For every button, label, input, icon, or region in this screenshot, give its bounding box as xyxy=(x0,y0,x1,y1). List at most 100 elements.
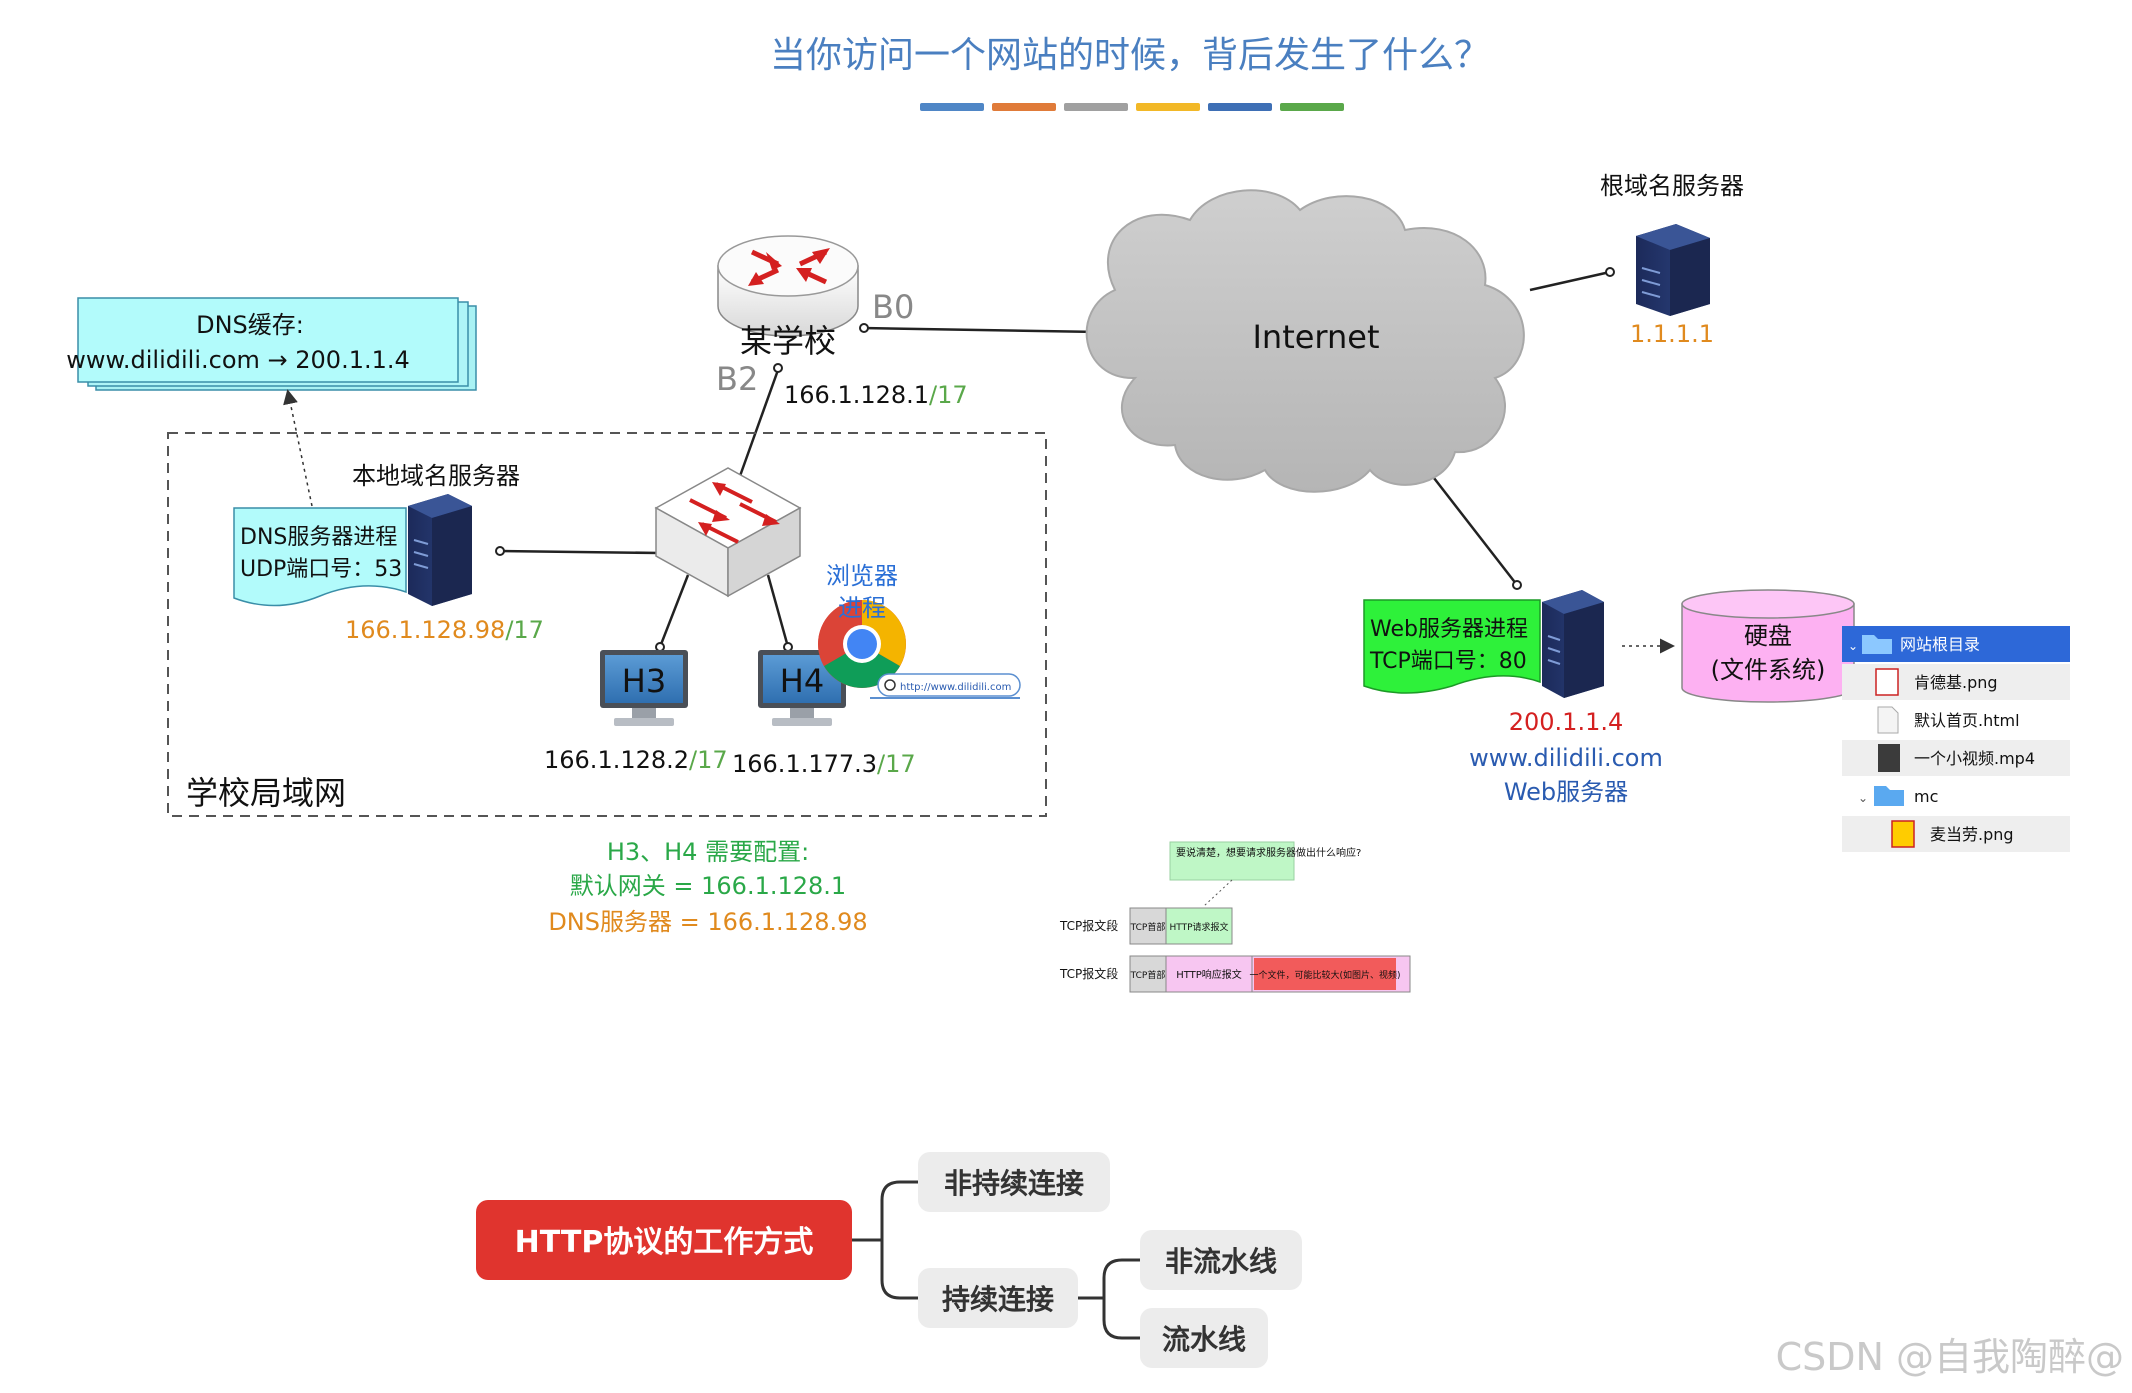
browser-url-bar[interactable]: http://www.dilidili.com xyxy=(870,673,1021,699)
req-tcp-text: TCP首部 xyxy=(1130,921,1166,933)
file-tree-name-3: 一个小视频.mp4 xyxy=(1914,749,2035,768)
req-tcp-header xyxy=(1129,907,1167,945)
file-tree-name-4: mc xyxy=(1914,787,1938,806)
local-dns-process: DNS服务器进程 xyxy=(240,525,397,550)
root-dns-server-icon xyxy=(1636,224,1710,316)
config-line3: DNS服务器 = 166.1.128.98 xyxy=(548,908,867,936)
host-h3[interactable]: H3 xyxy=(600,650,688,726)
resp-body-text: 一个文件，可能比较大(如图片、视频) xyxy=(1249,969,1400,981)
file-tree-video-file-icon xyxy=(1878,744,1900,772)
file-tree-root-chevron-icon: ⌄ xyxy=(1848,639,1858,653)
mindmap-connector-l1-top xyxy=(880,1180,918,1240)
title-bar-3 xyxy=(1064,103,1128,111)
browser-chrome-icon[interactable] xyxy=(818,600,906,688)
link-router-switch xyxy=(738,369,780,477)
router-port-b0: B0 xyxy=(872,288,914,326)
title-color-bars xyxy=(920,103,1344,111)
link-switch-h4 xyxy=(766,574,790,648)
link-switch-h3 xyxy=(658,574,690,648)
internet-label: Internet xyxy=(1252,318,1379,356)
mindmap-connector-l2-bottom xyxy=(1102,1298,1140,1340)
network-links xyxy=(499,270,1611,648)
file-tree-root-folder-icon xyxy=(1862,635,1892,654)
switch[interactable] xyxy=(654,467,802,598)
req-http-body xyxy=(1165,907,1233,945)
file-tree-name-2: 默认首页.html xyxy=(1914,711,2020,730)
web-server-icon xyxy=(1542,590,1604,698)
dns-cache-line2: www.dilidili.com → 200.1.1.4 xyxy=(66,346,410,374)
file-tree-mc-chevron-icon: ⌄ xyxy=(1858,791,1868,805)
file-tree-row-5[interactable] xyxy=(1842,816,2070,852)
web-server-port: TCP端口号：80 xyxy=(1369,649,1527,674)
disk-line2: (文件系统) xyxy=(1711,656,1826,684)
router-port-b2: B2 xyxy=(716,360,758,398)
host-h3-screen xyxy=(605,655,683,703)
host-h4-name: H4 xyxy=(780,662,824,700)
root-dns-title: 根域名服务器 xyxy=(1600,172,1744,200)
host-h3-base xyxy=(614,718,674,726)
file-tree-mcd-image-icon xyxy=(1891,820,1915,848)
local-dns-card-shape xyxy=(233,507,407,607)
browser-url-box xyxy=(877,673,1021,697)
resp-http-header xyxy=(1165,955,1253,993)
web-server-label: Web服务器 xyxy=(1504,778,1628,806)
title-bar-2 xyxy=(992,103,1056,111)
mindmap-node-nonpersistent[interactable] xyxy=(918,1152,1110,1212)
mindmap-connector-l2-top xyxy=(1102,1258,1140,1298)
web-server-process: Web服务器进程 xyxy=(1370,617,1528,642)
file-tree: ⌄ 网站根目录 肯德基.png 默认首页.html 一个小视频.mp4 ⌄ mc… xyxy=(1842,626,2070,852)
resp-http-text: HTTP响应报文 xyxy=(1176,968,1242,981)
resp-tcp-text: TCP首部 xyxy=(1130,969,1166,981)
endpoint-b2 xyxy=(773,363,783,373)
endpoint-dns xyxy=(495,546,505,556)
link-internet-web xyxy=(1419,459,1518,586)
file-tree-kfc-image-icon xyxy=(1875,668,1899,696)
dns-cache-line1: DNS缓存: xyxy=(196,311,304,339)
web-server-label-card: Web服务器进程 TCP端口号：80 xyxy=(1363,599,1541,694)
internet-cloud-shape xyxy=(1085,189,1525,493)
csdn-watermark: CSDN @自我陶醉@ xyxy=(1776,1335,2124,1379)
dns-cache-card: DNS缓存: www.dilidili.com → 200.1.1.4 xyxy=(66,297,477,391)
host-h4-ip: 166.1.177.3/17 xyxy=(732,750,916,778)
mindmap-node-persistent[interactable] xyxy=(918,1268,1078,1328)
disk-top xyxy=(1681,589,1855,619)
router[interactable]: 某学校 xyxy=(717,235,859,360)
web-server-card-shape xyxy=(1363,599,1541,694)
local-dns-port: UDP端口号：53 xyxy=(240,557,402,582)
title-bar-6 xyxy=(1280,103,1344,111)
packet-note-box xyxy=(1169,841,1295,881)
mindmap-root-node[interactable] xyxy=(476,1200,852,1280)
page-title: 当你访问一个网站的时候，背后发生了什么？ xyxy=(770,35,1490,76)
host-h4-base xyxy=(772,718,832,726)
title-bar-5 xyxy=(1208,103,1272,111)
link-switch-dns xyxy=(499,549,661,555)
config-line2: 默认网关 = 166.1.128.1 xyxy=(570,872,846,900)
host-h3-ip: 166.1.128.2/17 xyxy=(544,746,728,774)
link-router-internet xyxy=(861,326,1101,334)
host-h3-name: H3 xyxy=(622,662,666,700)
resp-body-highlight xyxy=(1254,958,1396,990)
lan-label: 学校局域网 xyxy=(186,774,346,812)
router-label: 某学校 xyxy=(740,322,836,360)
internet-cloud: Internet xyxy=(1085,189,1525,493)
router-arrows-icon xyxy=(748,248,830,286)
mindmap-node-nonpipeline[interactable] xyxy=(1140,1230,1302,1290)
mindmap-node-pipeline[interactable] xyxy=(1140,1308,1268,1368)
endpoint-root xyxy=(1605,267,1615,277)
dns-cache-card-front xyxy=(77,297,459,383)
browser-url-lock-icon xyxy=(884,679,896,691)
local-dns-title: 本地域名服务器 xyxy=(352,462,520,490)
file-tree-root-name: 网站根目录 xyxy=(1900,635,1980,654)
packet-note: 要说清楚，想要请求服务器做出什么响应? xyxy=(1169,841,1361,907)
host-h3-stand xyxy=(632,708,656,720)
browser-label-line1: 浏览器 xyxy=(826,562,898,590)
mindmap-node-nonpersistent-label: 非持续连接 xyxy=(944,1167,1084,1200)
mindmap-connector-l1-bottom xyxy=(880,1240,918,1300)
file-tree-name-5: 麦当劳.png xyxy=(1930,825,2014,844)
lan-boundary xyxy=(167,432,1047,817)
mindmap: HTTP协议的工作方式 非持续连接 持续连接 非流水线 流水线 xyxy=(476,1152,1302,1368)
web-server-ip: 200.1.1.4 xyxy=(1509,708,1624,736)
mindmap-root-label: HTTP协议的工作方式 xyxy=(515,1225,814,1260)
packet-note-dotted-link xyxy=(1203,879,1233,907)
